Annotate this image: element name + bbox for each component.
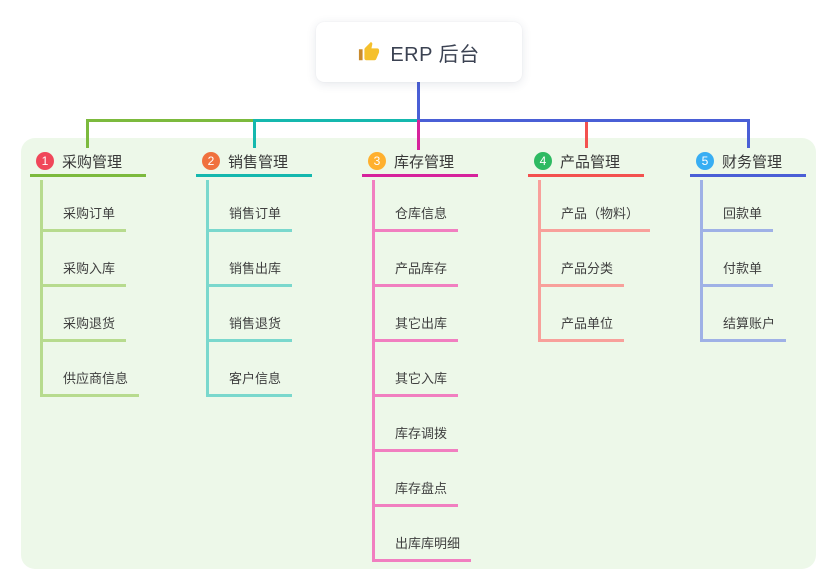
connector-branch1-horizontal: [86, 119, 254, 122]
child-node-label: 付款单: [703, 258, 774, 287]
branch4-number-badge: 4: [534, 152, 552, 170]
child-node[interactable]: 供应商信息: [43, 342, 183, 397]
root-node-title: ERP 后台: [390, 43, 480, 66]
connector-branch5-drop: [747, 119, 750, 148]
branch1-title: 采购管理: [62, 153, 123, 171]
child-node-label: 销售出库: [209, 258, 293, 287]
connector-branch1-drop: [86, 119, 89, 148]
connector-root-vertical: [417, 82, 420, 120]
child-node[interactable]: 采购入库: [43, 232, 183, 287]
branch3-number-badge: 3: [368, 152, 386, 170]
child-node[interactable]: 销售订单: [209, 180, 349, 232]
child-node-label: 销售订单: [209, 203, 293, 232]
child-node[interactable]: 出库库明细: [375, 507, 515, 562]
child-node-label: 仓库信息: [375, 203, 459, 232]
child-node-label: 库存调拨: [375, 423, 459, 452]
child-node[interactable]: 采购订单: [43, 180, 183, 232]
branch2-children: 销售订单 销售出库 销售退货 客户信息: [206, 180, 349, 397]
branch4-children: 产品（物料） 产品分类 产品单位: [538, 180, 681, 342]
branch5-number-badge: 5: [696, 152, 714, 170]
connector-branch2-horizontal: [253, 119, 419, 122]
branch3-title: 库存管理: [394, 153, 455, 171]
child-node[interactable]: 付款单: [703, 232, 839, 287]
child-node-label: 产品库存: [375, 258, 459, 287]
branch2-number-badge: 2: [202, 152, 220, 170]
child-node-label: 其它入库: [375, 368, 459, 397]
branch1-number-badge: 1: [36, 152, 54, 170]
child-node-label: 客户信息: [209, 368, 293, 397]
child-node-label: 供应商信息: [43, 368, 140, 397]
child-node-label: 库存盘点: [375, 478, 459, 507]
thumbs-up-icon: [358, 41, 380, 63]
branch-node-sales[interactable]: 2 销售管理: [196, 148, 312, 177]
child-node[interactable]: 产品分类: [541, 232, 681, 287]
branch-node-finance[interactable]: 5 财务管理: [690, 148, 806, 177]
connector-branch5-horizontal: [417, 119, 750, 122]
child-node-label: 结算账户: [703, 313, 787, 342]
child-node[interactable]: 结算账户: [703, 287, 839, 342]
branch-node-inventory[interactable]: 3 库存管理: [362, 148, 478, 177]
child-node[interactable]: 仓库信息: [375, 180, 515, 232]
child-node[interactable]: 销售出库: [209, 232, 349, 287]
branch3-children: 仓库信息 产品库存 其它出库 其它入库 库存调拨 库存盘点 出库库明细: [372, 180, 515, 562]
child-node[interactable]: 产品单位: [541, 287, 681, 342]
connector-branch2-drop: [253, 119, 256, 148]
connector-branch3-drop: [417, 119, 420, 150]
child-node[interactable]: 销售退货: [209, 287, 349, 342]
child-node[interactable]: 产品库存: [375, 232, 515, 287]
child-node[interactable]: 产品（物料）: [541, 180, 681, 232]
branch-node-purchase[interactable]: 1 采购管理: [30, 148, 146, 177]
root-node[interactable]: ERP 后台: [316, 22, 522, 82]
child-node-label: 销售退货: [209, 313, 293, 342]
child-node-label: 其它出库: [375, 313, 459, 342]
child-node-label: 产品（物料）: [541, 203, 651, 232]
child-node-label: 产品分类: [541, 258, 625, 287]
child-node[interactable]: 其它入库: [375, 342, 515, 397]
branch5-children: 回款单 付款单 结算账户: [700, 180, 839, 342]
branch4-title: 产品管理: [560, 153, 621, 171]
child-node-label: 采购订单: [43, 203, 127, 232]
child-node-label: 出库库明细: [375, 533, 472, 562]
child-node-label: 采购退货: [43, 313, 127, 342]
branch2-title: 销售管理: [228, 153, 289, 171]
child-node[interactable]: 回款单: [703, 180, 839, 232]
child-node-label: 采购入库: [43, 258, 127, 287]
branch5-title: 财务管理: [722, 153, 783, 171]
branches-panel: [21, 138, 816, 569]
child-node-label: 回款单: [703, 203, 774, 232]
child-node[interactable]: 库存调拨: [375, 397, 515, 452]
connector-branch4-drop: [585, 119, 588, 148]
branch-node-product[interactable]: 4 产品管理: [528, 148, 644, 177]
child-node[interactable]: 库存盘点: [375, 452, 515, 507]
child-node[interactable]: 其它出库: [375, 287, 515, 342]
child-node[interactable]: 客户信息: [209, 342, 349, 397]
child-node-label: 产品单位: [541, 313, 625, 342]
child-node[interactable]: 采购退货: [43, 287, 183, 342]
branch1-children: 采购订单 采购入库 采购退货 供应商信息: [40, 180, 183, 397]
